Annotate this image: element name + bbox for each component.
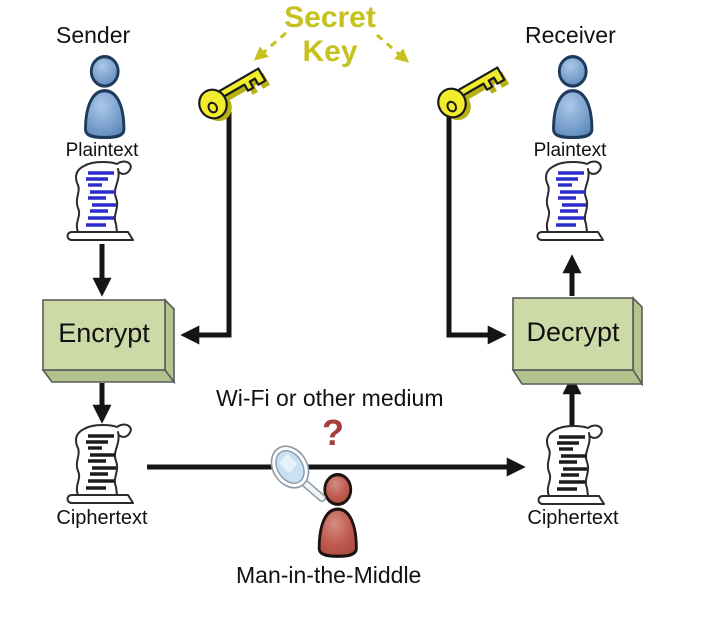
plaintext-scroll-left-icon [65, 159, 135, 242]
dashed-arrow-key-right [376, 33, 410, 63]
question-mark: ? [322, 412, 344, 453]
secret-key-left-icon [192, 60, 275, 129]
attacker-person-icon [317, 473, 358, 558]
secret-key-title-line2: Key [302, 35, 358, 68]
arrow-key-to-decrypt [446, 112, 507, 345]
plaintext-scroll-right-icon [535, 159, 605, 242]
decrypt-label: Decrypt [526, 317, 620, 347]
sender-label: Sender [56, 22, 131, 48]
arrow-key-to-encrypt [180, 112, 232, 345]
secret-key-title-line1: Secret [284, 1, 376, 34]
ciphertext-scroll-left-icon [65, 422, 135, 505]
sender-person-icon [83, 55, 126, 140]
encrypt-box [41, 298, 176, 385]
receiver-person-icon [551, 55, 594, 140]
magnifier-icon [270, 445, 326, 502]
dashed-arrow-key-left [253, 31, 287, 61]
plaintext-left-label: Plaintext [65, 140, 139, 161]
ciphertext-right-label: Ciphertext [527, 507, 619, 529]
plaintext-right-label: Plaintext [533, 140, 607, 161]
ciphertext-left-label: Ciphertext [56, 507, 148, 529]
encrypt-label: Encrypt [58, 318, 150, 348]
receiver-label: Receiver [525, 22, 616, 48]
secret-key-right-icon [431, 59, 514, 128]
man-in-the-middle-label: Man-in-the-Middle [236, 562, 422, 588]
secret-key-title: Secret Key [230, 1, 430, 69]
ciphertext-scroll-right-icon [536, 423, 606, 506]
decrypt-box [511, 296, 644, 387]
medium-label: Wi-Fi or other medium [216, 385, 444, 411]
